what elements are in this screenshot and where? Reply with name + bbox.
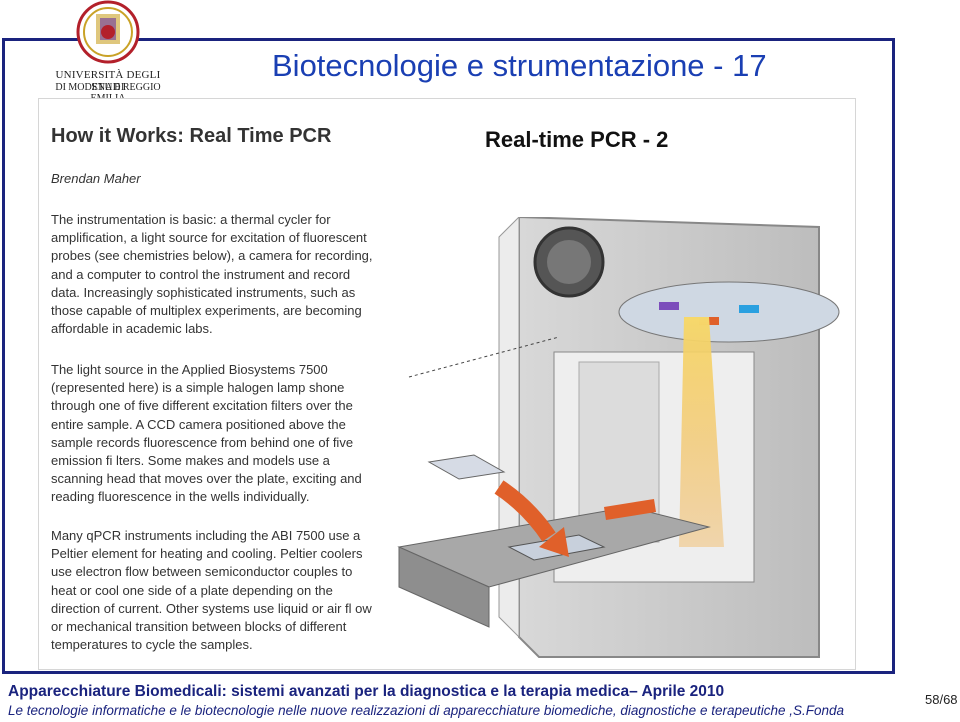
pcr-instrument-illustration <box>397 217 840 658</box>
section-subtitle: Real-time PCR - 2 <box>485 127 669 152</box>
university-logo <box>76 0 140 64</box>
article-paragraph: The instrumentation is basic: a thermal … <box>51 212 373 337</box>
article-figure: How it Works: Real Time PCR Brendan Mahe… <box>38 98 856 670</box>
footer-course-line: Apparecchiature Biomedicali: sistemi ava… <box>8 683 725 700</box>
footer-subtitle-line: Le tecnologie informatiche e le biotecno… <box>8 703 845 718</box>
page-number: 58/68 <box>925 692 958 707</box>
university-name-line1: UNIVERSITÀ DEGLI STUDI <box>55 69 161 93</box>
article-heading: How it Works: Real Time PCR <box>51 125 332 147</box>
slide-title: Biotecnologie e strumentazione - 17 <box>272 48 767 83</box>
slide-frame <box>2 38 895 674</box>
article-author: Brendan Maher <box>51 171 141 186</box>
article-paragraph: Many qPCR instruments including the ABI … <box>51 528 372 653</box>
article-paragraph: The light source in the Applied Biosyste… <box>51 362 362 505</box>
